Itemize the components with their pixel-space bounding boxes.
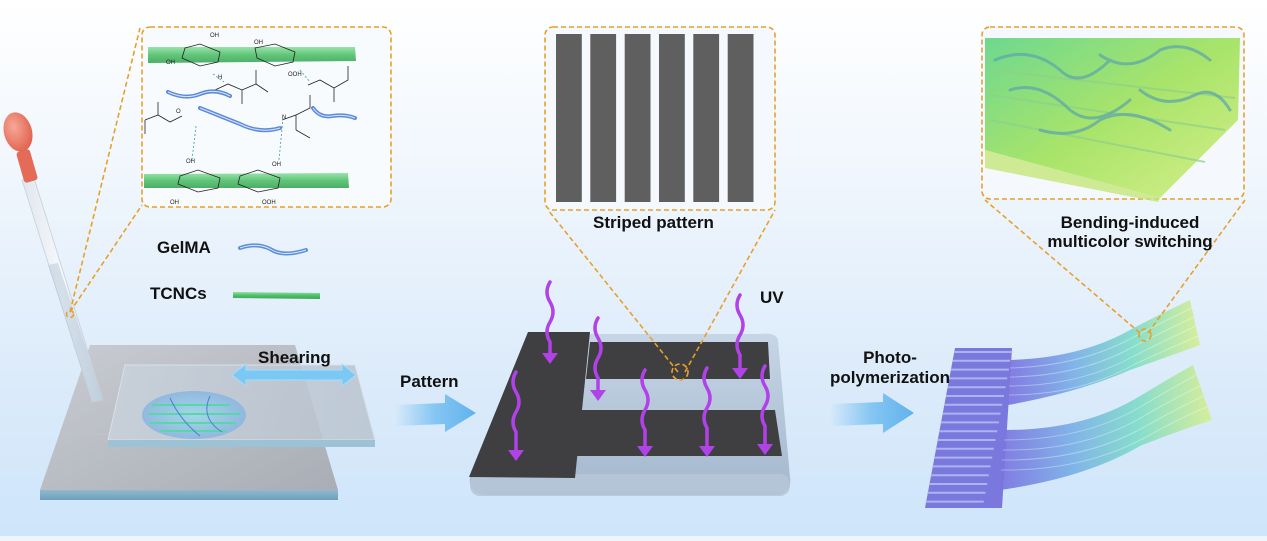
label-ooh: OOH	[262, 200, 276, 206]
shearing-double-arrow-icon	[231, 362, 357, 388]
legend-label-tcncs: TCNCs	[150, 284, 207, 303]
pattern-stripe	[693, 34, 720, 202]
panel-patterning	[469, 26, 791, 496]
pattern-arrow-label: Pattern	[400, 372, 459, 391]
label-oh: OH	[170, 200, 179, 206]
striped-pattern-inset	[544, 26, 776, 211]
uv-label: UV	[760, 288, 784, 307]
molecular-structure-inset: OH OH OH OOH H N O OH OH OH OOH	[141, 26, 392, 208]
hydrogel-droplet	[142, 391, 246, 439]
uv-wave-icon	[702, 366, 712, 450]
bent-film-strip-upper	[1008, 300, 1200, 405]
pattern-stripes	[556, 34, 754, 202]
pipette-icon	[3, 112, 104, 403]
uv-wave-icon	[593, 316, 603, 394]
label-o: O	[176, 109, 181, 115]
photopolymerization-label-line1: Photo-	[863, 348, 917, 367]
uv-wave-icon	[545, 280, 555, 357]
gelma-chain-icon	[238, 243, 308, 256]
pattern-stripe	[556, 34, 582, 202]
bending-caption-line1: Bending-induced	[1060, 213, 1200, 232]
uv-wave-icon	[760, 364, 770, 448]
uv-wave-icon	[640, 368, 650, 450]
label-oh: OH	[254, 40, 263, 46]
bottom-strip	[0, 536, 1267, 541]
pattern-stripe	[590, 34, 617, 202]
tcnc-rod-icon	[233, 292, 320, 299]
pattern-stripe	[727, 34, 754, 202]
nanostructure-inset	[981, 26, 1245, 202]
striped-pattern-caption: Striped pattern	[593, 213, 714, 232]
pattern-stripe	[624, 34, 651, 202]
bending-caption: Bending-induced multicolor switching	[1010, 213, 1250, 251]
pattern-stripe	[659, 34, 685, 202]
film-base-block	[925, 348, 1013, 508]
label-h: H	[218, 75, 222, 81]
callout-lines-3	[984, 199, 1246, 342]
uv-wave-icon	[735, 293, 745, 372]
callout-lines-2	[547, 209, 776, 381]
uv-wave-icon	[511, 370, 521, 454]
label-oh: OH	[186, 159, 195, 165]
label-ooh: OOH	[288, 72, 302, 78]
pattern-process-arrow-icon	[395, 394, 476, 432]
panel-shearing: OH OH OH OOH H N O OH OH OH OOH	[3, 26, 392, 500]
bent-film-strip-lower	[1000, 365, 1212, 490]
uv-arrowheads	[508, 353, 773, 461]
label-n: N	[282, 115, 286, 121]
photopolymerization-process-arrow-icon	[830, 393, 914, 433]
label-oh: OH	[272, 162, 281, 168]
photopolymerization-label-line2: polymerization	[830, 368, 950, 387]
panel-result	[925, 26, 1246, 508]
label-oh: OH	[166, 60, 175, 66]
shearing-label: Shearing	[258, 348, 331, 367]
photopolymerization-label: Photo- polymerization	[830, 348, 950, 388]
photomask	[469, 332, 782, 478]
callout-lines-1	[65, 27, 143, 319]
legend-label-gelma: GelMA	[157, 238, 211, 257]
label-oh: OH	[210, 33, 219, 39]
film-ridges	[925, 351, 1013, 503]
uv-light-waves	[511, 280, 770, 454]
bending-caption-line2: multicolor switching	[1047, 232, 1213, 251]
